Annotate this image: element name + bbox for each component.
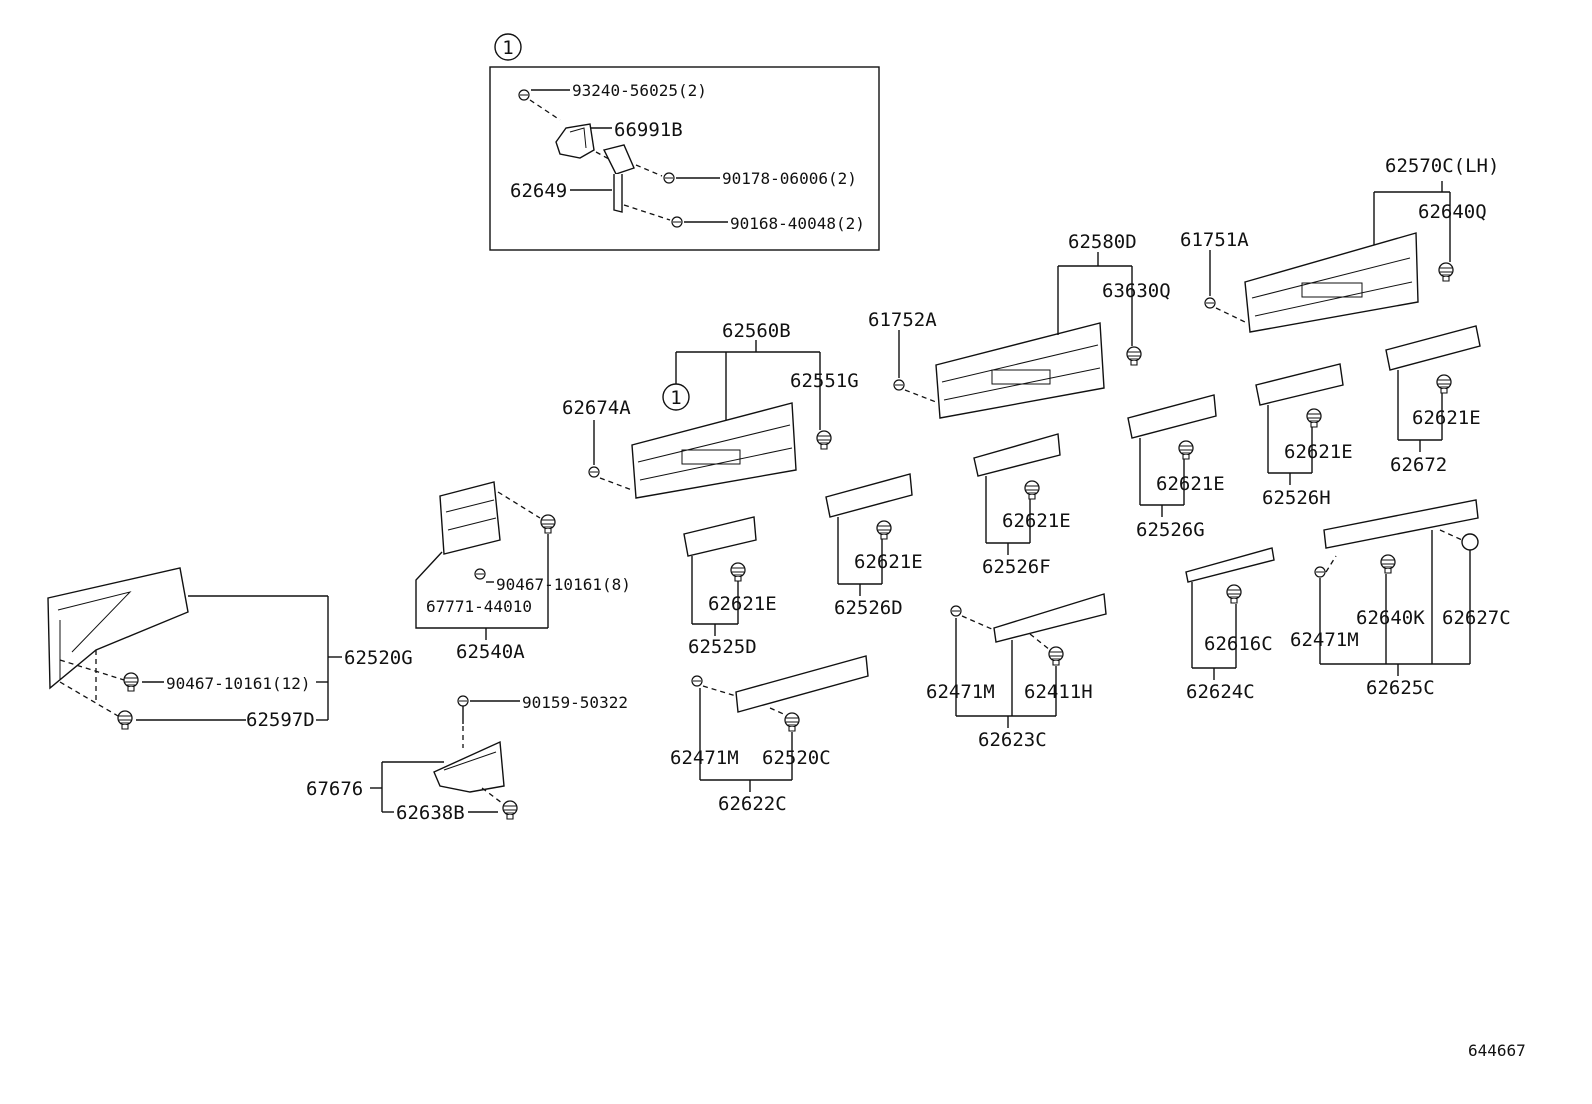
latch-part <box>602 144 635 175</box>
kit-callout-group: 1 93240-56025(2) 66991B 62649 90178-0600… <box>489 33 880 251</box>
clip-62674A <box>588 466 600 478</box>
panel-62520G: 62520G 90467-10161(12) 62597D <box>47 567 413 731</box>
kit-ref-circle <box>662 383 690 411</box>
bracket-part <box>555 123 595 159</box>
strip-62623C: 62471M 62411H 62623C <box>926 593 1107 751</box>
kit-box <box>489 66 880 251</box>
label-67771-44010: 67771-44010 <box>426 597 532 616</box>
strip-62622C: 62471M 62520C 62622C <box>670 655 869 815</box>
kit-ref-number: 1 <box>670 387 681 409</box>
label-62580D: 62580D <box>1068 231 1137 253</box>
label-61751A: 61751A <box>1180 229 1249 251</box>
label-62640K: 62640K <box>1356 607 1425 629</box>
label-66991B: 66991B <box>614 119 683 141</box>
label-62624C: 62624C <box>1186 681 1255 703</box>
label-62411H: 62411H <box>1024 681 1093 703</box>
label-62649: 62649 <box>510 180 567 202</box>
panel-62560B: 62560B 1 62551G 62674A <box>562 320 859 499</box>
panel-62570C: 62570C(LH) 62640Q 61751A <box>1180 155 1499 333</box>
bracket-62526H: 62621E 62526H <box>1255 363 1353 509</box>
label-62638B: 62638B <box>396 802 465 824</box>
clip-61752A <box>893 379 905 391</box>
label-90178-06006: 90178-06006(2) <box>722 169 857 188</box>
label-62471M-b: 62471M <box>926 681 995 703</box>
label-62621E-b: 62621E <box>1284 441 1353 463</box>
label-62621E-c: 62621E <box>1156 473 1225 495</box>
screw-part <box>518 89 530 101</box>
label-62597D: 62597D <box>246 709 315 731</box>
label-62570C: 62570C(LH) <box>1385 155 1499 177</box>
clip-67771 <box>474 568 486 580</box>
label-62520C: 62520C <box>762 747 831 769</box>
label-62471M-c: 62471M <box>1290 629 1359 651</box>
bracket-62672: 62621E 62672 <box>1385 325 1481 476</box>
label-62526G: 62526G <box>1136 519 1205 541</box>
label-62672: 62672 <box>1390 454 1447 476</box>
label-62520G: 62520G <box>344 647 413 669</box>
diagram-id: 644667 <box>1468 1041 1526 1060</box>
label-62525D: 62525D <box>688 636 757 658</box>
label-62621E-a: 62621E <box>1412 407 1481 429</box>
strip-62624C: 62616C 62624C <box>1185 547 1275 703</box>
label-62551G: 62551G <box>790 370 859 392</box>
label-62640Q: 62640Q <box>1418 201 1487 223</box>
label-90168-40048: 90168-40048(2) <box>730 214 865 233</box>
label-62526D: 62526D <box>834 597 903 619</box>
label-62616C: 62616C <box>1204 633 1273 655</box>
bolt-part <box>671 216 683 228</box>
bracket-62525D: 62621E 62525D <box>683 516 777 658</box>
strip-62625C: 62471M 62640K 62627C 62625C <box>1290 499 1511 699</box>
label-62621E-e: 62621E <box>854 551 923 573</box>
kit-marker-number: 1 <box>502 37 513 59</box>
label-62471M-a: 62471M <box>670 747 739 769</box>
nut-part <box>663 172 675 184</box>
label-62622C: 62622C <box>718 793 787 815</box>
panel-62580D: 62580D 63630Q 61752A <box>868 231 1171 419</box>
label-62625C: 62625C <box>1366 677 1435 699</box>
label-62627C: 62627C <box>1442 607 1511 629</box>
label-61752A: 61752A <box>868 309 937 331</box>
label-90159-50322: 90159-50322 <box>522 693 628 712</box>
bracket-62526D: 62621E 62526D <box>825 473 923 619</box>
panel-62540A: 90467-10161(8) 67771-44010 62540A <box>415 481 631 663</box>
label-62540A: 62540A <box>456 641 525 663</box>
label-93240-56025: 93240-56025(2) <box>572 81 707 100</box>
label-62560B: 62560B <box>722 320 791 342</box>
bolt-90159 <box>457 695 469 707</box>
label-62526F: 62526F <box>982 556 1051 578</box>
clip-61751A <box>1204 297 1216 309</box>
label-63630Q: 63630Q <box>1102 280 1171 302</box>
label-67676: 67676 <box>306 778 363 800</box>
label-62623C: 62623C <box>978 729 1047 751</box>
bracket-67676: 90159-50322 67676 62638B <box>306 693 628 824</box>
label-62674A: 62674A <box>562 397 631 419</box>
label-90467-10161-8: 90467-10161(8) <box>496 575 631 594</box>
bracket-62526G: 62621E 62526G <box>1127 394 1225 541</box>
label-62526H: 62526H <box>1262 487 1331 509</box>
label-62621E-d: 62621E <box>1002 510 1071 532</box>
kit-marker-circle <box>494 33 522 61</box>
label-62621E-f: 62621E <box>708 593 777 615</box>
bracket-62526F: 62621E 62526F <box>973 433 1071 578</box>
label-90467-10161-12: 90467-10161(12) <box>166 674 311 693</box>
